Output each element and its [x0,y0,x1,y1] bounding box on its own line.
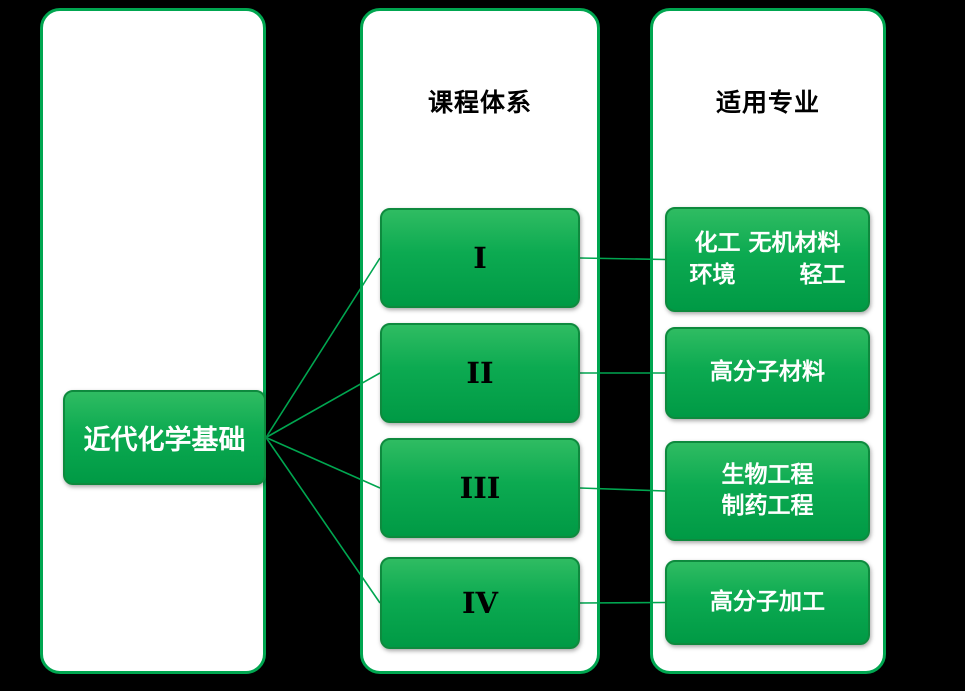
course-node-label: I [473,241,487,275]
course-node: I [380,208,580,308]
major-node-line: 高分子加工 [710,588,825,615]
course-node: II [380,323,580,423]
course-node: III [380,438,580,538]
major-node-line: 生物工程 [721,461,814,488]
major-node: 化工 无机材料 环境 轻工 [665,207,870,312]
course-node-label: II [466,356,494,390]
root-node: 近代化学基础 [63,390,266,485]
major-panel-header: 适用专业 [715,88,820,117]
root-panel [40,8,266,674]
course-node: IV [380,557,580,649]
major-node-line: 环境 轻工 [689,261,846,288]
major-node-line: 高分子材料 [710,359,825,386]
major-node-line: 制药工程 [721,493,814,519]
major-node: 生物工程 制药工程 [665,441,870,541]
major-node-line: 化工 无机材料 [694,230,841,257]
major-node: 高分子材料 [665,327,870,419]
course-node-label: IV [461,586,499,620]
major-node: 高分子加工 [665,560,870,645]
root-node-label: 近代化学基础 [83,425,246,456]
course-panel-header: 课程体系 [427,88,532,117]
course-node-label: III [459,471,501,505]
